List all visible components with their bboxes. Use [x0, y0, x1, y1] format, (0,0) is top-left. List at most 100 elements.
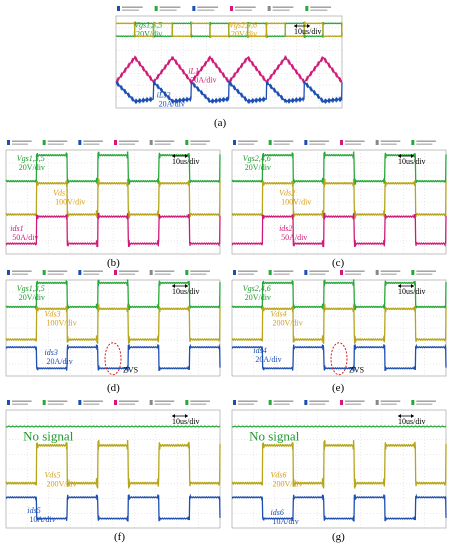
settings-text-bar — [190, 403, 207, 405]
settings-text-bar — [122, 9, 139, 11]
channel-color-swatch — [78, 140, 82, 145]
series-label: ids4 — [253, 346, 266, 355]
settings-text-bar — [119, 273, 136, 275]
settings-text-bar — [159, 9, 177, 11]
series-label: Vgs2,4,6 — [243, 284, 271, 293]
settings-text-bar — [12, 400, 32, 402]
waveform-blue — [115, 79, 343, 105]
channel-color-swatch — [117, 6, 120, 11]
settings-text-bar — [119, 270, 139, 272]
series-scale: 20V/div — [245, 163, 271, 172]
waveform-yellow — [231, 439, 447, 489]
settings-text-bar — [197, 6, 219, 8]
settings-text-bar — [238, 143, 255, 145]
scope-grid — [231, 409, 447, 529]
no-signal-label: No signal — [249, 429, 300, 444]
channel-color-swatch — [78, 400, 82, 405]
series-scale: 20V/div — [19, 163, 45, 172]
settings-text-bar — [83, 270, 103, 272]
channel-color-swatch — [192, 6, 196, 11]
settings-text-bar — [190, 140, 210, 142]
channel-color-swatch — [7, 400, 10, 405]
scope-grid — [5, 279, 221, 377]
settings-text-bar — [235, 9, 252, 11]
settings-text-bar — [238, 273, 255, 275]
settings-text-bar — [238, 140, 258, 142]
series-label: ids6 — [271, 508, 284, 517]
series-scale: 200V/div — [47, 479, 77, 488]
waveform-yellow — [231, 178, 447, 219]
channel-color-swatch — [114, 270, 117, 275]
scope-settings-strip — [233, 400, 436, 405]
settings-text-bar — [416, 140, 436, 142]
series-label: ids2 — [279, 224, 292, 233]
settings-text-bar — [309, 270, 329, 272]
settings-text-bar — [380, 273, 397, 275]
settings-text-bar — [345, 273, 362, 275]
settings-text-bar — [47, 400, 68, 402]
channel-color-swatch — [42, 140, 46, 145]
panel-label: (e) — [332, 382, 345, 394]
settings-text-bar — [309, 403, 326, 405]
settings-text-bar — [380, 270, 401, 272]
channel-color-swatch — [375, 400, 379, 405]
channel-color-swatch — [304, 140, 308, 145]
series-label: ids1 — [10, 224, 23, 233]
settings-text-bar — [310, 9, 328, 11]
series-scale: 20V/div — [19, 293, 45, 302]
settings-text-bar — [83, 140, 103, 142]
settings-text-bar — [119, 143, 136, 145]
channel-color-swatch — [114, 140, 117, 145]
channel-color-swatch — [233, 270, 236, 275]
series-scale: 100V/div — [47, 319, 77, 328]
settings-text-bar — [83, 403, 100, 405]
time-per-div: 10us/div — [398, 157, 426, 166]
channel-color-swatch — [42, 270, 46, 275]
series-scale: 50A/div — [12, 233, 38, 242]
panel-label: (a) — [214, 117, 227, 129]
series-label: Vds1 — [53, 189, 69, 198]
time-per-div: 10us/div — [398, 417, 426, 426]
channel-color-swatch — [340, 270, 343, 275]
settings-text-bar — [235, 6, 256, 8]
settings-text-bar — [12, 143, 29, 145]
settings-text-bar — [154, 270, 175, 272]
settings-text-bar — [197, 9, 215, 11]
channel-color-swatch — [375, 270, 379, 275]
settings-text-bar — [345, 140, 365, 142]
channel-color-swatch — [411, 270, 415, 275]
waveform-blue — [231, 493, 447, 522]
zvs-label: ZVS — [123, 366, 138, 375]
settings-text-bar — [83, 273, 100, 275]
scope-settings-strip — [7, 270, 210, 275]
settings-text-bar — [309, 273, 326, 275]
waveform-magenta — [5, 212, 221, 248]
settings-text-bar — [190, 400, 210, 402]
channel-color-swatch — [304, 270, 308, 275]
settings-text-bar — [47, 140, 68, 142]
zvs-label: ZVS — [349, 366, 364, 375]
series-scale: 20V/div — [245, 293, 271, 302]
channel-color-swatch — [268, 270, 272, 275]
settings-text-bar — [380, 143, 397, 145]
settings-text-bar — [273, 403, 290, 405]
settings-text-bar — [119, 400, 139, 402]
settings-text-bar — [154, 140, 175, 142]
series-label: Vgs2,4,6 — [243, 154, 271, 163]
settings-text-bar — [12, 403, 29, 405]
series-label: ids3 — [45, 348, 58, 357]
channel-color-swatch — [154, 6, 158, 11]
channel-color-swatch — [185, 140, 189, 145]
settings-text-bar — [345, 403, 362, 405]
settings-text-bar — [154, 143, 171, 145]
settings-text-bar — [238, 403, 255, 405]
settings-text-bar — [272, 6, 294, 8]
settings-text-bar — [273, 270, 294, 272]
settings-text-bar — [154, 273, 171, 275]
settings-text-bar — [416, 143, 433, 145]
series-scale: 10A/div — [29, 515, 55, 524]
series-scale: 20V/div — [136, 30, 162, 39]
scope-grid — [5, 149, 221, 255]
channel-color-swatch — [268, 140, 272, 145]
channel-color-swatch — [375, 140, 379, 145]
